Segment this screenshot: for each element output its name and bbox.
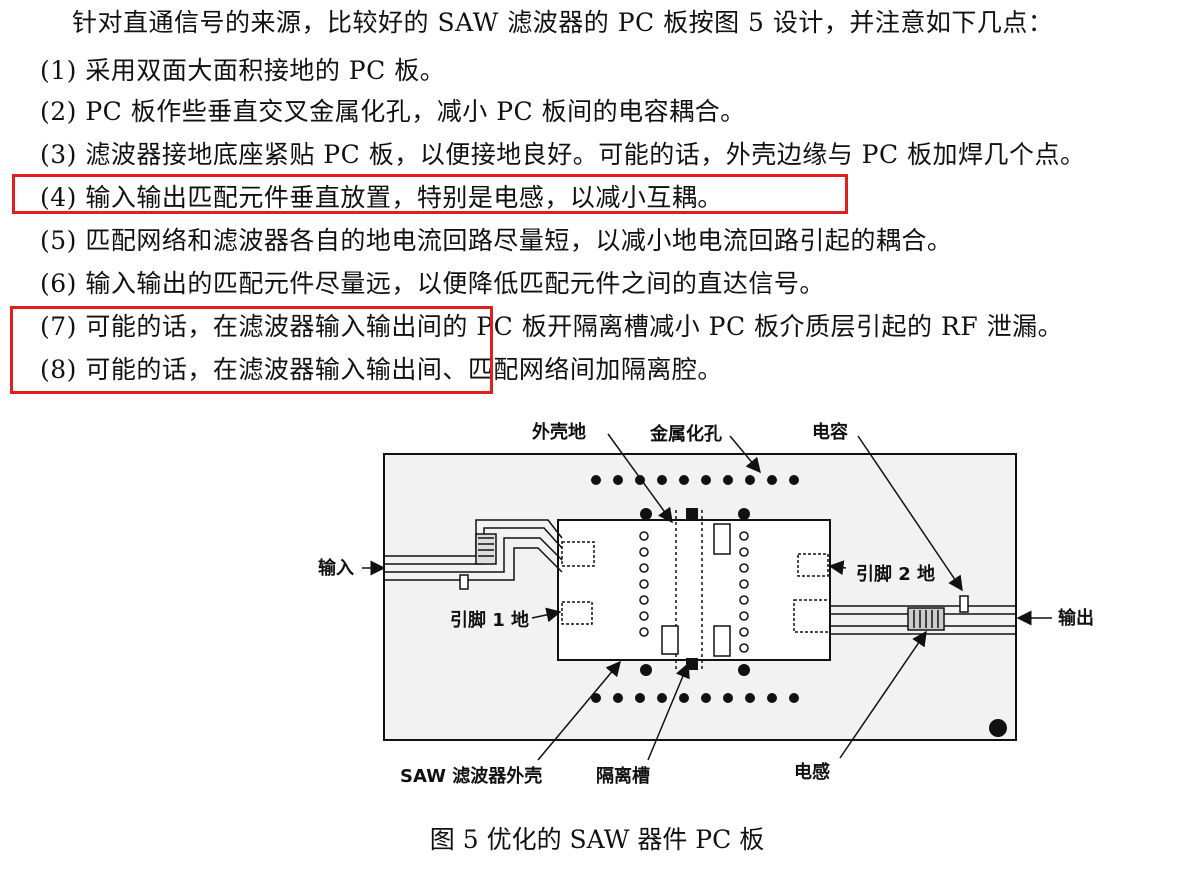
list-item-4: (4) 输入输出匹配元件垂直放置，特别是电感，以减小互耦。	[40, 183, 723, 212]
list-item-1: (1) 采用双面大面积接地的 PC 板。	[40, 56, 446, 85]
input-traces	[384, 519, 563, 581]
highlight-box-items-7-8	[10, 306, 493, 394]
inner-vias-right	[739, 531, 749, 653]
list-item-5: (5) 匹配网络和滤波器各自的地电流回路尽量短，以减小地电流回路引起的耦合。	[40, 226, 953, 255]
input-capacitor	[459, 574, 469, 590]
intro-paragraph: 针对直通信号的来源，比较好的 SAW 滤波器的 PC 板按图 5 设计，并注意如…	[72, 8, 1054, 37]
figure-caption: 图 5 优化的 SAW 器件 PC 板	[429, 825, 765, 854]
list-item-3: (3) 滤波器接地底座紧贴 PC 板，以便接地良好。可能的话，外壳边缘与 PC …	[40, 140, 1086, 169]
label-pin1-ground: 引脚 1 地	[450, 609, 529, 631]
pin-pads	[561, 541, 831, 633]
label-output: 输出	[1058, 607, 1094, 629]
label-input: 输入	[318, 557, 354, 579]
slot-end-top	[686, 508, 698, 520]
list-item-7: (7) 可能的话，在滤波器输入输出间的 PC 板开隔离槽减小 PC 板介质层引起…	[40, 312, 1064, 341]
saw-shell	[557, 519, 831, 661]
inner-vias-left	[639, 531, 649, 637]
label-isolation-slot: 隔离槽	[596, 765, 650, 787]
via-row-top	[591, 475, 799, 485]
label-capacitor: 电容	[812, 421, 848, 443]
list-item-2: (2) PC 板作些垂直交叉金属化孔，减小 PC 板间的电容耦合。	[40, 97, 746, 126]
label-inductor: 电感	[794, 761, 830, 783]
label-shell-ground: 外壳地	[532, 421, 586, 443]
highlight-box-item-4	[12, 174, 848, 214]
label-pin2-ground: 引脚 2 地	[856, 563, 935, 585]
mounting-hole	[989, 719, 1007, 737]
label-saw-shell: SAW 滤波器外壳	[400, 765, 542, 787]
pcb-diagram: 外壳地 金属化孔 电容 输入 引脚 1 地 引脚 2 地 输出 SAW 滤波器外…	[318, 421, 1094, 787]
label-metal-via: 金属化孔	[649, 423, 722, 445]
via-row-bottom	[591, 693, 799, 703]
pcb-board	[383, 453, 1017, 741]
output-capacitor	[959, 595, 969, 613]
list-item-8: (8) 可能的话，在滤波器输入输出间、匹配网络间加隔离腔。	[40, 355, 723, 384]
list-item-6: (6) 输入输出的匹配元件尽量远，以便降低匹配元件之间的直达信号。	[40, 269, 825, 298]
